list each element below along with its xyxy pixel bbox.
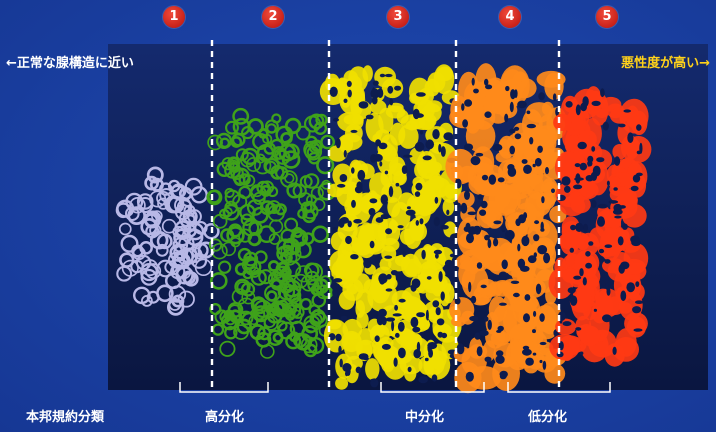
stage-badge-1: 1 xyxy=(163,6,185,28)
classification-title: 本邦規約分類 xyxy=(26,410,105,425)
tissue-region-1 xyxy=(115,166,220,316)
well-differentiated-label: 高分化 xyxy=(205,410,245,425)
tissue-region-2 xyxy=(206,107,337,359)
stage-badge-4: 4 xyxy=(499,6,521,28)
stage-badge-5: 5 xyxy=(596,6,618,28)
moderately-differentiated-label: 中分化 xyxy=(405,410,445,425)
stage-badge-3: 3 xyxy=(387,6,409,28)
tissue-region-5 xyxy=(548,86,652,367)
poorly-differentiated-bracket xyxy=(507,382,611,393)
moderately-differentiated-bracket xyxy=(380,382,485,393)
poorly-differentiated-label: 低分化 xyxy=(528,410,568,425)
normal-structure-label: ←正常な腺構造に近い xyxy=(6,56,134,71)
tissue-region-3 xyxy=(319,64,462,390)
well-differentiated-bracket xyxy=(179,382,269,393)
stage-badge-2: 2 xyxy=(262,6,284,28)
high-malignancy-label: 悪性度が高い→ xyxy=(621,56,710,71)
